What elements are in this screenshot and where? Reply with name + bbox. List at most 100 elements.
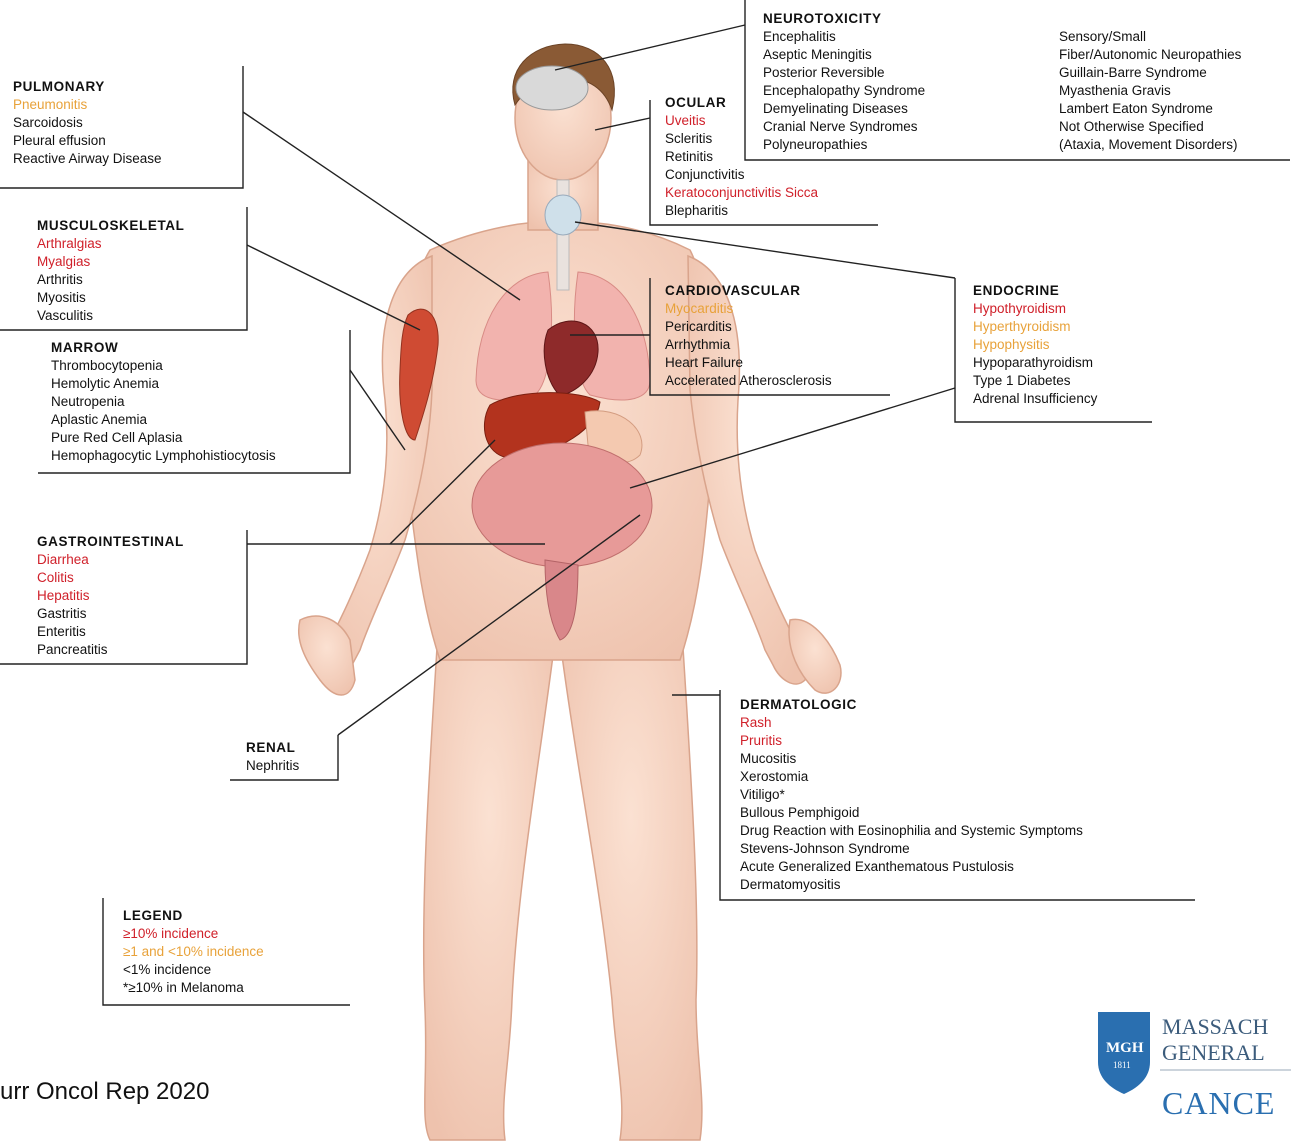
list-item: Aplastic Anemia — [51, 411, 276, 429]
list-item: Hepatitis — [37, 587, 184, 605]
cardiovascular-title: CARDIOVASCULAR — [665, 282, 832, 300]
list-item: Vitiligo* — [740, 786, 1083, 804]
list-item: Myalgias — [37, 253, 185, 271]
list-item: Myasthenia Gravis — [1059, 82, 1241, 100]
list-item: Pneumonitis — [13, 96, 162, 114]
list-item: Mucositis — [740, 750, 1083, 768]
pulmonary-title: PULMONARY — [13, 78, 162, 96]
list-item: Enteritis — [37, 623, 184, 641]
list-item: Reactive Airway Disease — [13, 150, 162, 168]
logo-line-2: GENERAL — [1162, 1040, 1265, 1066]
list-item: Encephalitis — [763, 28, 925, 46]
list-item: Fiber/Autonomic Neuropathies — [1059, 46, 1241, 64]
list-item: Stevens-Johnson Syndrome — [740, 840, 1083, 858]
list-item: Sensory/Small — [1059, 28, 1241, 46]
endocrine-title: ENDOCRINE — [973, 282, 1097, 300]
thyroid — [545, 195, 581, 235]
list-item: Pleural effusion — [13, 132, 162, 150]
pulmonary-pointer — [243, 112, 520, 300]
legend-box: LEGEND ≥10% incidence≥1 and <10% inciden… — [123, 907, 264, 997]
list-item: Hypoparathyroidism — [973, 354, 1097, 372]
list-item: ≥10% incidence — [123, 925, 264, 943]
list-item: Sarcoidosis — [13, 114, 162, 132]
list-item: Heart Failure — [665, 354, 832, 372]
list-item: Gastritis — [37, 605, 184, 623]
logo-line-1: MASSACH — [1162, 1014, 1268, 1040]
list-item: Adrenal Insufficiency — [973, 390, 1097, 408]
list-item: Hypophysitis — [973, 336, 1097, 354]
renal-box: RENAL Nephritis — [246, 739, 299, 775]
list-item: Hypothyroidism — [973, 300, 1097, 318]
brain — [516, 66, 588, 110]
neurotoxicity-list-right: Sensory/SmallFiber/Autonomic Neuropathie… — [1059, 28, 1241, 154]
list-item: <1% incidence — [123, 961, 264, 979]
musculoskeletal-list: ArthralgiasMyalgiasArthritisMyositisVasc… — [37, 235, 185, 325]
citation: urr Oncol Rep 2020 — [0, 1078, 209, 1106]
renal-title: RENAL — [246, 739, 299, 757]
list-item: Posterior Reversible — [763, 64, 925, 82]
list-item: Bullous Pemphigoid — [740, 804, 1083, 822]
list-item: Arrhythmia — [665, 336, 832, 354]
list-item: Arthritis — [37, 271, 185, 289]
list-item: Colitis — [37, 569, 184, 587]
logo-badge-text: MGH — [1106, 1040, 1144, 1057]
list-item: Neutropenia — [51, 393, 276, 411]
logo-badge-year: 1811 — [1113, 1060, 1131, 1070]
list-item: Hyperthyroidism — [973, 318, 1097, 336]
legend-list: ≥10% incidence≥1 and <10% incidence<1% i… — [123, 925, 264, 997]
list-item: Lambert Eaton Syndrome — [1059, 100, 1241, 118]
list-item: Hemophagocytic Lymphohistiocytosis — [51, 447, 276, 465]
musculoskeletal-pointer — [247, 245, 420, 330]
list-item: ≥1 and <10% incidence — [123, 943, 264, 961]
list-item: Xerostomia — [740, 768, 1083, 786]
legend-title: LEGEND — [123, 907, 264, 925]
list-item: Scleritis — [665, 130, 818, 148]
endocrine-list: HypothyroidismHyperthyroidismHypophysiti… — [973, 300, 1097, 408]
cardiovascular-list: MyocarditisPericarditisArrhythmiaHeart F… — [665, 300, 832, 390]
list-item: Drug Reaction with Eosinophilia and Syst… — [740, 822, 1083, 840]
list-item: Thrombocytopenia — [51, 357, 276, 375]
list-item: Nephritis — [246, 757, 299, 775]
list-item: Pericarditis — [665, 318, 832, 336]
list-item: Myositis — [37, 289, 185, 307]
list-item: Myocarditis — [665, 300, 832, 318]
musculoskeletal-title: MUSCULOSKELETAL — [37, 217, 185, 235]
list-item: *≥10% in Melanoma — [123, 979, 264, 997]
list-item: Diarrhea — [37, 551, 184, 569]
marrow-title: MARROW — [51, 339, 276, 357]
neurotoxicity-title: NEUROTOXICITY — [763, 10, 925, 28]
list-item: Uveitis — [665, 112, 818, 130]
list-item: Rash — [740, 714, 1083, 732]
list-item: Acute Generalized Exanthematous Pustulos… — [740, 858, 1083, 876]
list-item: Dermatomyositis — [740, 876, 1083, 894]
list-item: Conjunctivitis — [665, 166, 818, 184]
logo-line-3: CANCE — [1162, 1085, 1275, 1122]
list-item: Type 1 Diabetes — [973, 372, 1097, 390]
list-item: Arthralgias — [37, 235, 185, 253]
list-item: Pure Red Cell Aplasia — [51, 429, 276, 447]
left-leg — [424, 600, 555, 1140]
dermatologic-box: DERMATOLOGIC RashPruritisMucositisXerost… — [740, 696, 1083, 894]
list-item: Keratoconjunctivitis Sicca — [665, 184, 818, 202]
list-item: Pancreatitis — [37, 641, 184, 659]
gastrointestinal-title: GASTROINTESTINAL — [37, 533, 184, 551]
ocular-title: OCULAR — [665, 94, 818, 112]
intestines — [472, 443, 652, 567]
dermatologic-title: DERMATOLOGIC — [740, 696, 1083, 714]
list-item: (Ataxia, Movement Disorders) — [1059, 136, 1241, 154]
list-item: Accelerated Atherosclerosis — [665, 372, 832, 390]
renal-list: Nephritis — [246, 757, 299, 775]
list-item: Not Otherwise Specified — [1059, 118, 1241, 136]
gastrointestinal-box: GASTROINTESTINAL DiarrheaColitisHepatiti… — [37, 533, 184, 659]
list-item: Retinitis — [665, 148, 818, 166]
list-item: Vasculitis — [37, 307, 185, 325]
